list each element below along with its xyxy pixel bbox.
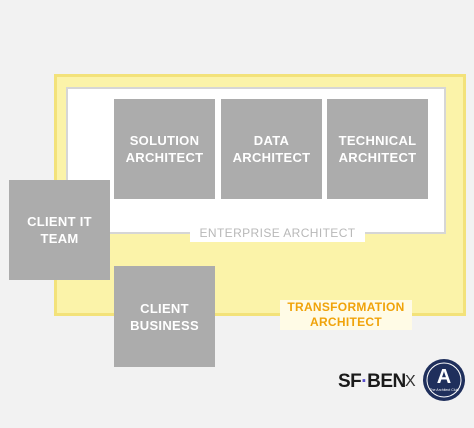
solution-architect-label: SOLUTION ARCHITECT bbox=[125, 133, 204, 165]
sfben-logo-prefix: SF bbox=[338, 371, 362, 392]
sfben-logo-dot: · bbox=[361, 371, 368, 392]
client-business-label: CLIENT BUSINESS bbox=[130, 300, 199, 333]
sfben-logo: SF·BEN bbox=[338, 371, 406, 393]
enterprise-architect-label: ENTERPRISE ARCHITECT bbox=[190, 224, 365, 242]
architect-club-logo-ring bbox=[423, 359, 465, 401]
collaboration-separator: X bbox=[405, 373, 416, 390]
technical-architect-box: TECHNICAL ARCHITECT bbox=[327, 99, 428, 199]
architect-club-logo: A The Architect Club bbox=[423, 359, 465, 401]
client-business-box: CLIENT BUSINESS bbox=[114, 266, 215, 367]
architect-club-logo-text: The Architect Club bbox=[429, 388, 458, 392]
solution-architect-box: SOLUTION ARCHITECT bbox=[114, 99, 215, 199]
sfben-logo-suffix: BEN bbox=[367, 371, 406, 392]
client-it-team-box: CLIENT IT TEAM bbox=[9, 180, 110, 280]
data-architect-label: DATA ARCHITECT bbox=[232, 133, 311, 165]
technical-architect-label: TECHNICAL ARCHITECT bbox=[338, 133, 417, 165]
data-architect-box: DATA ARCHITECT bbox=[221, 99, 322, 199]
transformation-architect-label: TRANSFORMATION ARCHITECT bbox=[280, 300, 412, 330]
architect-club-logo-inner-ring bbox=[426, 362, 462, 398]
architect-club-logo-letter: A bbox=[437, 366, 451, 388]
client-it-team-label: CLIENT IT TEAM bbox=[27, 214, 92, 246]
